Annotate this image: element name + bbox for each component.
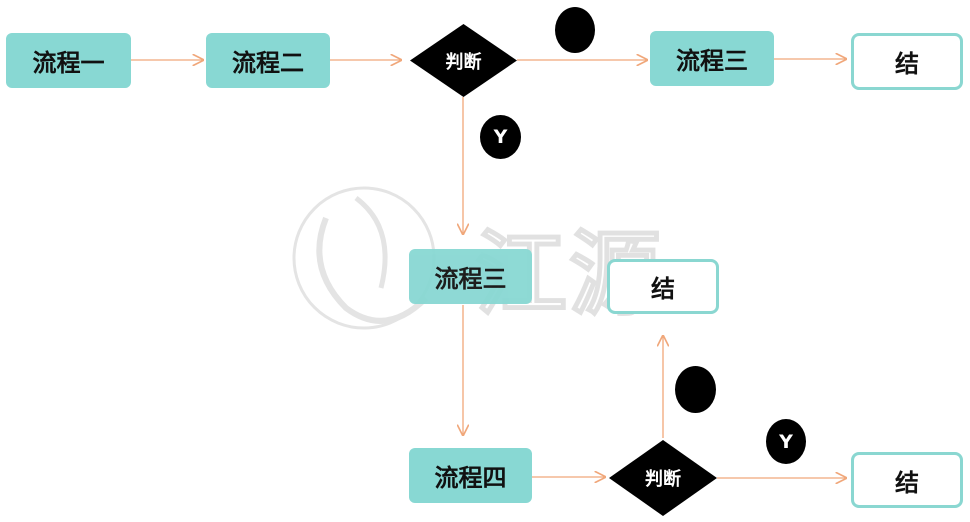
decision-top-label: 判断 [445, 51, 482, 73]
process-4: 流程四 [409, 448, 532, 503]
process-1: 流程一 [6, 33, 131, 88]
badge-bottom-right: Y [766, 419, 806, 464]
badge-top-right [555, 7, 595, 53]
badge-bottom-up [675, 366, 716, 413]
process-3-top: 流程三 [650, 31, 774, 86]
decision-top-shape [410, 24, 517, 97]
process-2: 流程二 [206, 33, 330, 88]
end-middle: 结 [607, 259, 719, 314]
decision-bottom: 判断 [609, 440, 717, 516]
end-bottom: 结 [851, 452, 963, 508]
decision-bottom-label: 判断 [645, 469, 681, 490]
end-top: 结 [851, 33, 963, 90]
badge-top-down: Y [480, 115, 521, 159]
decision-top: 判断 [410, 24, 517, 97]
decision-bottom-shape [609, 440, 717, 516]
process-3-middle: 流程三 [409, 249, 532, 304]
